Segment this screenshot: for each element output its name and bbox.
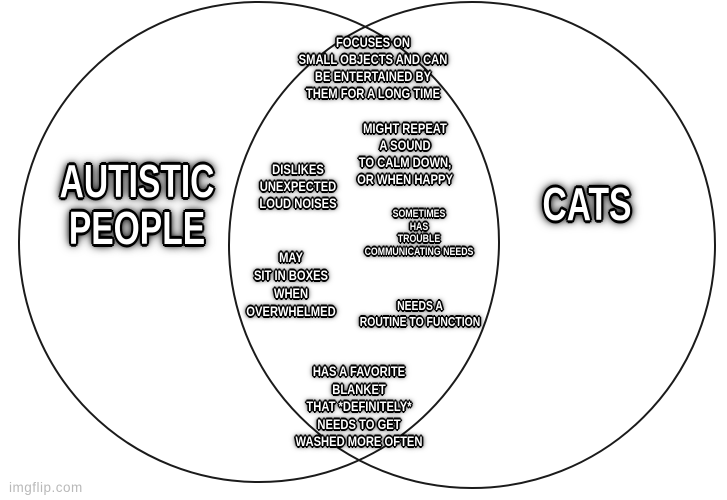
left-circle-label: AUTISTIC PEOPLE	[59, 155, 215, 254]
intersection-item-favorite-blanket: HAS A FAVORITE BLANKET THAT *DEFINITELY*…	[295, 363, 423, 449]
right-circle-label: CATS	[542, 178, 632, 230]
intersection-item-loud-noises: DISLIKES UNEXPECTED LOUD NOISES	[259, 161, 337, 211]
intersection-item-communicating-needs: SOMETIMES HAS TROUBLE COMMUNICATING NEED…	[364, 208, 474, 258]
intersection-item-sit-in-boxes: MAY SIT IN BOXES WHEN OVERWHELMED	[246, 249, 336, 319]
intersection-item-small-objects: FOCUSES ON SMALL OBJECTS AND CAN BE ENTE…	[298, 34, 448, 101]
imgflip-watermark: imgflip.com	[9, 480, 83, 495]
left-circle-outline	[18, 1, 500, 483]
right-circle-outline	[228, 1, 716, 489]
intersection-item-repeat-sound: MIGHT REPEAT A SOUND TO CALM DOWN, OR WH…	[357, 120, 453, 187]
intersection-item-routine: NEEDS A ROUTINE TO FUNCTION	[359, 298, 481, 329]
